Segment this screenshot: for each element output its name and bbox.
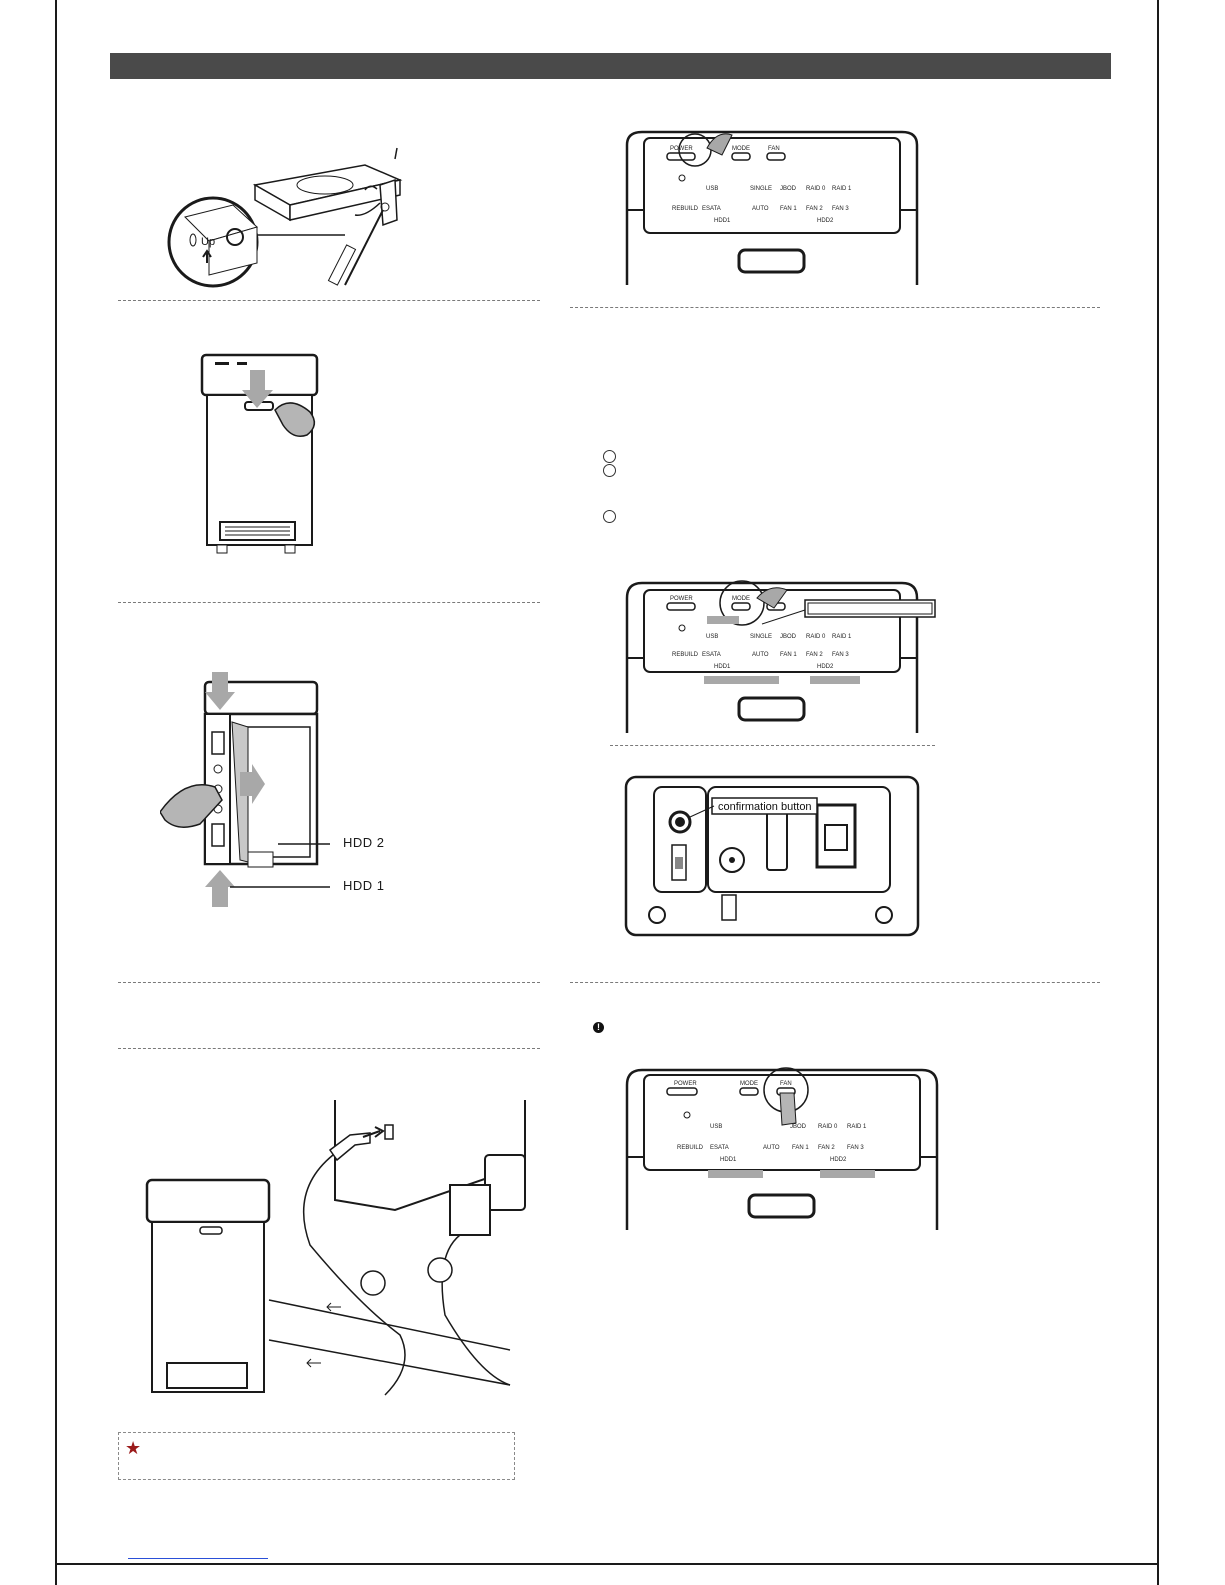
- hdd-led-label: HDD2: [817, 218, 834, 224]
- mode-button-label: MODE: [732, 146, 750, 152]
- enclosure-front-push-figure: [200, 353, 319, 554]
- page-border-right: [1157, 0, 1159, 1585]
- separator: [118, 602, 540, 603]
- led-label: SINGLE: [750, 634, 772, 640]
- hdd-led-label: HDD2: [830, 1157, 847, 1163]
- hdd-led-label: HDD1: [714, 218, 731, 224]
- led-label: USB: [706, 634, 718, 640]
- mode-button-label: MODE: [732, 596, 750, 602]
- confirmation-button-label: confirmation button: [718, 801, 812, 813]
- drive-bay-insert-figure: [160, 672, 330, 907]
- section-header-bar: [110, 53, 1111, 79]
- power-button-label: POWER: [670, 596, 693, 602]
- led-label: FAN 2: [806, 206, 823, 212]
- rear-panel-figure: confirmation button: [624, 775, 920, 937]
- note-box: [118, 1432, 515, 1480]
- led-label: ESATA: [702, 652, 721, 658]
- power-button-label: POWER: [674, 1081, 697, 1087]
- led-label: FAN 3: [847, 1145, 864, 1151]
- step-marker: [603, 510, 616, 523]
- led-label: REBUILD: [677, 1145, 704, 1151]
- led-label: FAN 1: [792, 1145, 809, 1151]
- led-label: USB: [710, 1124, 722, 1130]
- star-icon: ★: [125, 1438, 142, 1458]
- separator: [570, 307, 1100, 308]
- front-panel-mode-figure: POWER MODE USB SINGLE JBOD RAID 0 RAID 1…: [625, 580, 936, 733]
- front-panel-fan-figure: POWER MODE FAN USB JBOD RAID 0 RAID 1 RE…: [625, 1067, 939, 1230]
- led-label: AUTO: [752, 652, 769, 658]
- led-label: AUTO: [763, 1145, 780, 1151]
- led-label: FAN 3: [832, 206, 849, 212]
- step-marker: [603, 450, 616, 463]
- led-label: RAID 1: [847, 1124, 867, 1130]
- separator: [118, 1048, 540, 1049]
- separator: [118, 982, 540, 983]
- hdd-led-label: HDD2: [817, 664, 834, 670]
- page-border-bottom: [55, 1563, 1159, 1565]
- led-label: SINGLE: [750, 186, 772, 192]
- hdd-led-label: HDD1: [720, 1157, 737, 1163]
- led-label: JBOD: [780, 634, 797, 640]
- led-label: USB: [706, 186, 718, 192]
- led-label: JBOD: [790, 1124, 807, 1130]
- led-label: REBUILD: [672, 206, 699, 212]
- led-label: AUTO: [752, 206, 769, 212]
- led-label: JBOD: [780, 186, 797, 192]
- footer-link-underline[interactable]: [128, 1558, 268, 1559]
- separator: [118, 300, 540, 301]
- exclamation-icon: !: [593, 1022, 604, 1033]
- hdd-screw-install-figure: Up: [167, 147, 403, 288]
- led-label: RAID 1: [832, 186, 852, 192]
- mode-button-label: MODE: [740, 1081, 758, 1087]
- step-marker: [603, 464, 616, 477]
- hdd-led-label: HDD1: [714, 664, 731, 670]
- led-label: FAN 1: [780, 652, 797, 658]
- fan-button-label: FAN: [768, 146, 780, 152]
- hdd2-label: HDD 2: [343, 835, 385, 850]
- led-label: RAID 0: [806, 634, 826, 640]
- cable-connection-figure: [145, 1100, 526, 1396]
- separator: [610, 745, 935, 746]
- led-label: FAN 2: [818, 1145, 835, 1151]
- up-label: Up: [201, 236, 215, 248]
- front-panel-power-figure: POWER MODE FAN USB SINGLE JBOD RAID 0 RA…: [625, 130, 919, 285]
- led-label: REBUILD: [672, 652, 699, 658]
- page-border-left: [55, 0, 57, 1585]
- led-label: FAN 2: [806, 652, 823, 658]
- led-label: FAN 1: [780, 206, 797, 212]
- led-label: RAID 0: [818, 1124, 838, 1130]
- hdd1-label: HDD 1: [343, 878, 385, 893]
- led-label: ESATA: [710, 1145, 729, 1151]
- led-label: RAID 1: [832, 634, 852, 640]
- led-label: RAID 0: [806, 186, 826, 192]
- led-label: ESATA: [702, 206, 721, 212]
- separator: [570, 982, 1100, 983]
- power-button-label: POWER: [670, 146, 693, 152]
- fan-button-label: FAN: [780, 1081, 792, 1087]
- led-label: FAN 3: [832, 652, 849, 658]
